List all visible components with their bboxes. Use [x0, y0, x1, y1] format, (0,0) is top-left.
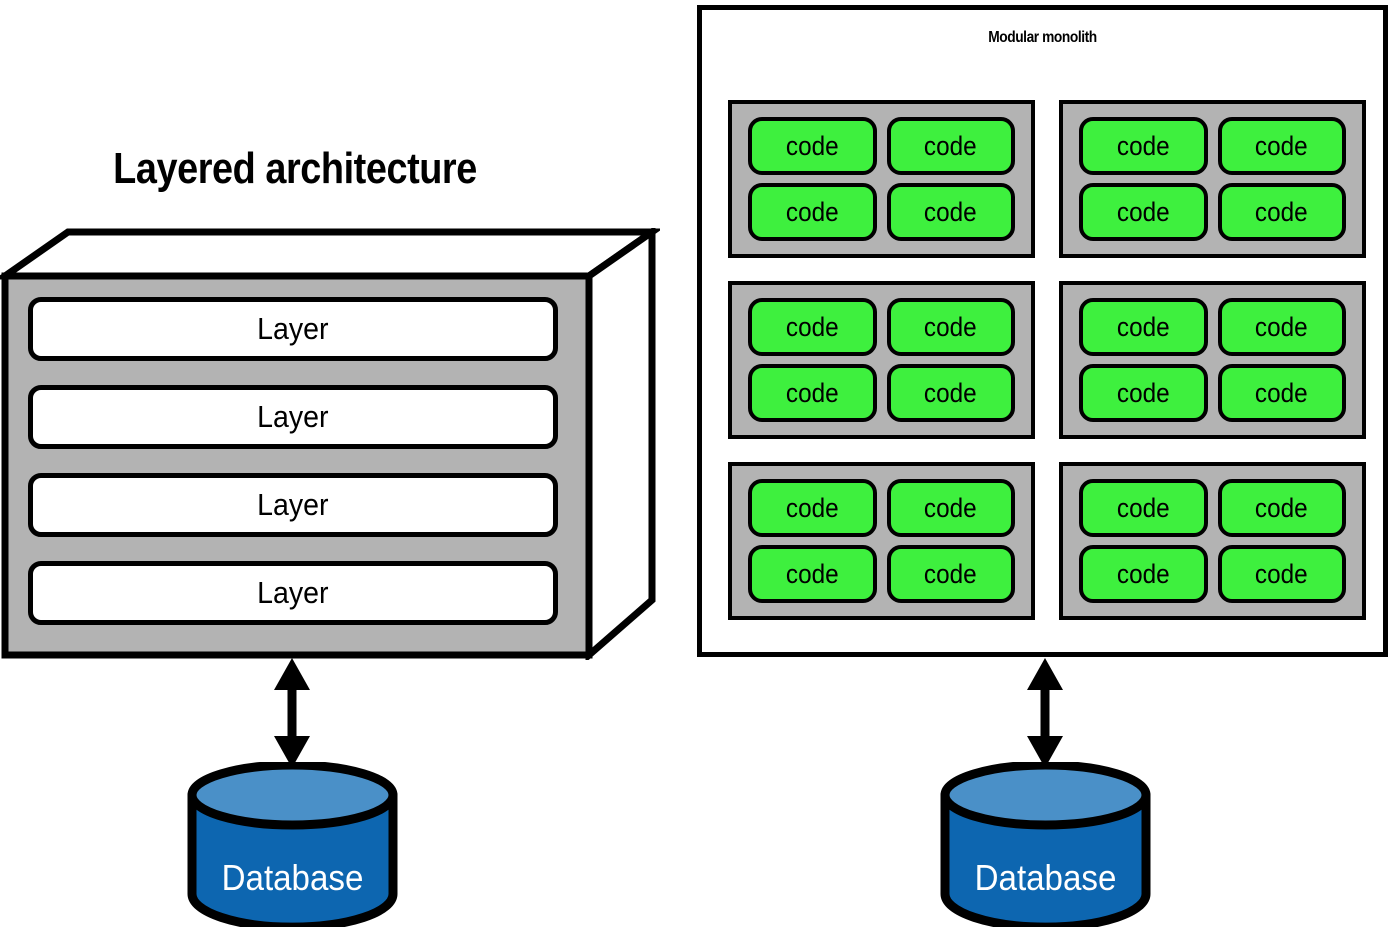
- code-chip[interactable]: code: [1079, 298, 1208, 356]
- modular-monolith-title: Modular monolith: [988, 29, 1097, 46]
- code-chip[interactable]: code: [748, 479, 877, 537]
- code-label: code: [1116, 130, 1170, 161]
- code-chip[interactable]: code: [886, 545, 1015, 603]
- code-chip[interactable]: code: [1079, 183, 1208, 241]
- code-chip[interactable]: code: [1079, 545, 1208, 603]
- code-chip[interactable]: code: [1079, 117, 1208, 175]
- code-chip[interactable]: code: [1217, 298, 1346, 356]
- code-chip[interactable]: code: [886, 298, 1015, 356]
- module-panel[interactable]: code code code code: [1059, 462, 1366, 620]
- code-chip[interactable]: code: [1217, 545, 1346, 603]
- layer-label: Layer: [257, 399, 329, 434]
- code-chip[interactable]: code: [748, 545, 877, 603]
- double-headed-arrow-icon: [1027, 658, 1063, 768]
- code-label: code: [924, 196, 978, 227]
- double-headed-arrow-icon: [274, 658, 310, 768]
- database-cylinder-icon: [940, 762, 1151, 927]
- box-top-face: [0, 228, 660, 280]
- layered-database[interactable]: Database: [185, 762, 400, 927]
- code-label: code: [924, 492, 978, 523]
- code-label: code: [1255, 311, 1309, 342]
- layered-architecture-box: Layer Layer Layer Layer: [0, 228, 660, 660]
- database-cylinder-icon: [187, 762, 398, 927]
- code-label: code: [924, 377, 978, 408]
- code-chip[interactable]: code: [1079, 479, 1208, 537]
- code-chip[interactable]: code: [1079, 364, 1208, 422]
- code-label: code: [785, 196, 839, 227]
- layer-label: Layer: [257, 575, 329, 610]
- code-chip[interactable]: code: [748, 298, 877, 356]
- box-right-face: [585, 228, 656, 660]
- code-label: code: [1255, 196, 1309, 227]
- code-chip[interactable]: code: [886, 117, 1015, 175]
- code-chip[interactable]: code: [748, 364, 877, 422]
- code-chip[interactable]: code: [886, 364, 1015, 422]
- code-label: code: [1116, 377, 1170, 408]
- code-chip[interactable]: code: [748, 183, 877, 241]
- code-label: code: [1255, 130, 1309, 161]
- layered-architecture-title: Layered architecture: [113, 144, 477, 193]
- module-panel[interactable]: code code code code: [1059, 100, 1366, 258]
- code-label: code: [924, 558, 978, 589]
- code-label: code: [1255, 377, 1309, 408]
- layer-row[interactable]: Layer: [28, 297, 558, 361]
- module-panel[interactable]: code code code code: [728, 462, 1035, 620]
- code-label: code: [785, 311, 839, 342]
- code-label: code: [1116, 311, 1170, 342]
- module-panel[interactable]: code code code code: [728, 100, 1035, 258]
- module-panel[interactable]: code code code code: [728, 281, 1035, 439]
- monolith-database-connector: [1021, 658, 1069, 768]
- code-chip[interactable]: code: [748, 117, 877, 175]
- code-label: code: [924, 130, 978, 161]
- layer-row[interactable]: Layer: [28, 561, 558, 625]
- code-label: code: [924, 311, 978, 342]
- code-chip[interactable]: code: [886, 479, 1015, 537]
- code-label: code: [1116, 196, 1170, 227]
- code-chip[interactable]: code: [1217, 117, 1346, 175]
- layer-label: Layer: [257, 487, 329, 522]
- modular-monolith-box: Modular monolith code code code code cod…: [697, 5, 1388, 657]
- code-label: code: [1255, 558, 1309, 589]
- code-label: code: [1255, 492, 1309, 523]
- code-label: code: [1116, 492, 1170, 523]
- layered-database-connector: [268, 658, 316, 768]
- code-chip[interactable]: code: [1217, 183, 1346, 241]
- code-label: code: [785, 558, 839, 589]
- code-label: code: [785, 130, 839, 161]
- code-chip[interactable]: code: [886, 183, 1015, 241]
- code-label: code: [1116, 558, 1170, 589]
- layer-label: Layer: [257, 311, 329, 346]
- code-label: code: [785, 492, 839, 523]
- code-chip[interactable]: code: [1217, 479, 1346, 537]
- code-chip[interactable]: code: [1217, 364, 1346, 422]
- module-panel[interactable]: code code code code: [1059, 281, 1366, 439]
- layer-row[interactable]: Layer: [28, 473, 558, 537]
- layer-row[interactable]: Layer: [28, 385, 558, 449]
- monolith-database[interactable]: Database: [938, 762, 1153, 927]
- code-label: code: [785, 377, 839, 408]
